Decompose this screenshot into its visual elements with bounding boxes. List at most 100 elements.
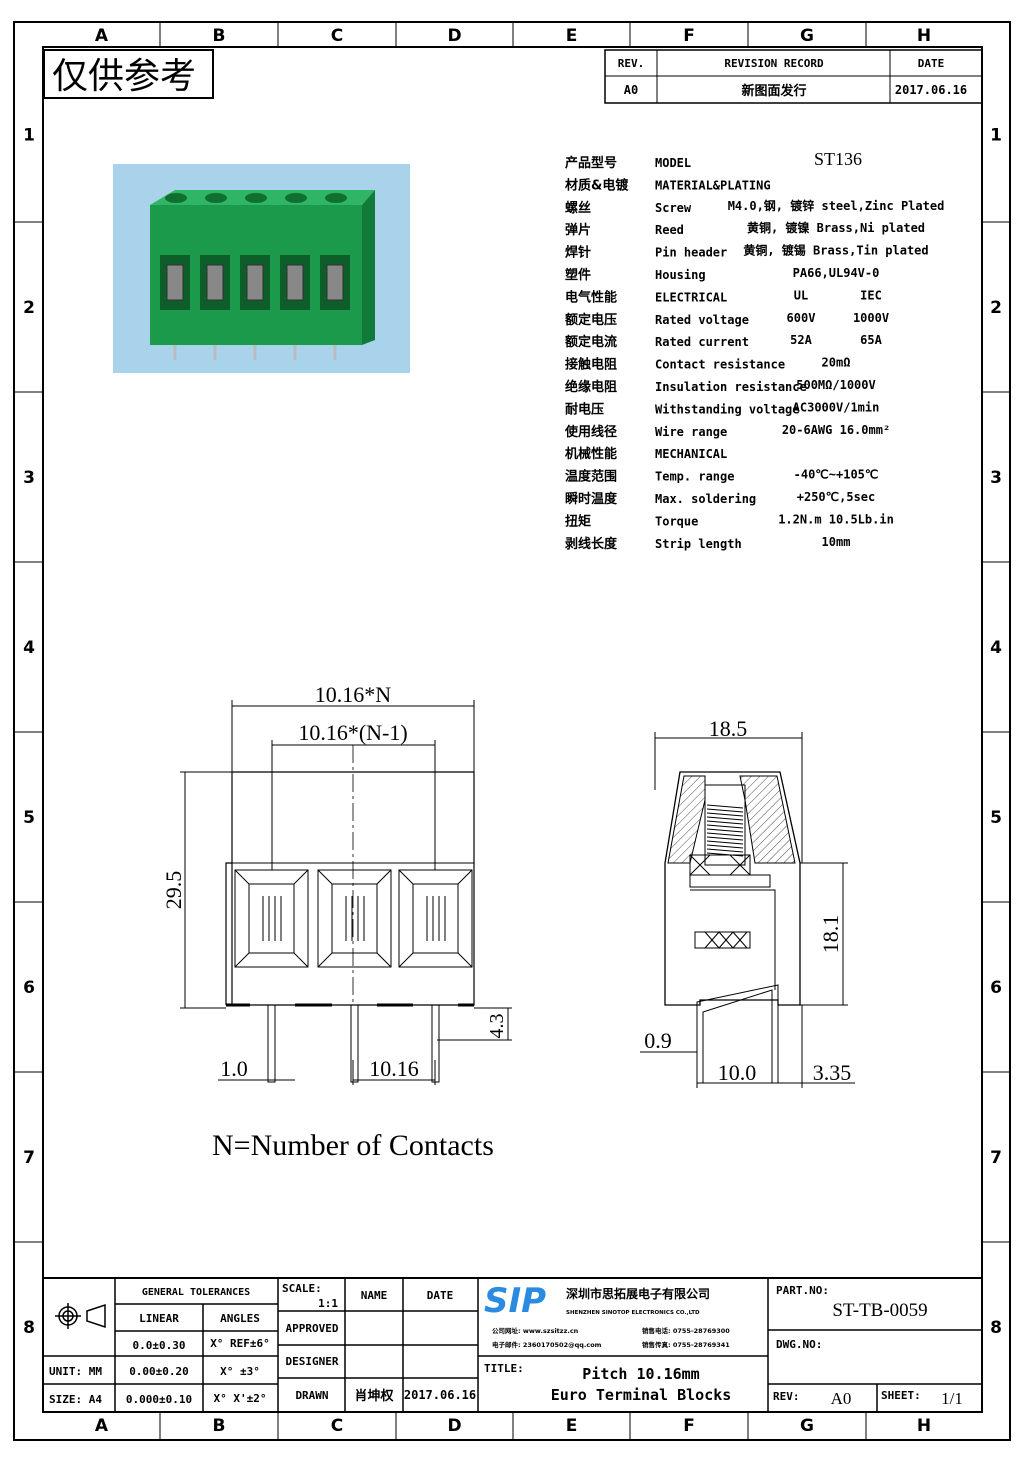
zone-column-label: E (566, 26, 578, 46)
spec-label-en: Pin header (655, 246, 727, 260)
outer-border (13, 21, 1011, 1441)
spec-label-cn: 耐电压 (565, 401, 604, 417)
zone-column-label: B (213, 1416, 226, 1436)
zone-column-label: C (331, 26, 343, 46)
tol-angle-1: X° REF±6° (210, 1337, 270, 1350)
spec-value: AC3000V/1min (793, 400, 880, 414)
spec-label-en: ELECTRICAL (655, 290, 727, 304)
spec-label-cn: 螺丝 (565, 200, 591, 216)
zone-row-label: 5 (23, 808, 35, 828)
spec-value: 20mΩ (822, 356, 851, 370)
size-label: SIZE: A4 (49, 1393, 102, 1406)
spec-label-en: Insulation resistance (655, 380, 807, 394)
zone-column-label: G (800, 26, 814, 46)
zone-row-label: 8 (23, 1318, 35, 1338)
projection-symbol-icon (55, 1303, 106, 1329)
zone-row-label: 3 (990, 468, 1002, 488)
rev-value: A0 (624, 83, 638, 97)
scale-value: 1:1 (318, 1297, 338, 1310)
zone-column-label: H (917, 1416, 931, 1436)
part-no: ST-TB-0059 (832, 1300, 927, 1321)
zone-row-label: 6 (990, 978, 1002, 998)
zone-row-label: 4 (23, 638, 35, 658)
spec-label-en: Withstanding voltage (655, 402, 800, 416)
dim-side-pin: 0.9 (644, 1028, 672, 1053)
zone-row-label: 5 (990, 808, 1002, 828)
spec-label-en: MATERIAL&PLATING (655, 178, 771, 192)
drawn-date: 2017.06.16 (404, 1388, 476, 1402)
date-value: 2017.06.16 (895, 83, 967, 97)
spec-label-en: Contact resistance (655, 358, 785, 372)
spec-label-cn: 温度范围 (565, 469, 617, 485)
zone-row-label: 8 (990, 1318, 1002, 1338)
zone-column-label: E (566, 1416, 578, 1436)
spec-label-en: Housing (655, 268, 706, 282)
zone-column-label: F (683, 1416, 695, 1436)
spec-label-cn: 焊针 (565, 245, 591, 261)
spec-label-en: Rated current (655, 335, 749, 349)
sheet-label: SHEET: (881, 1389, 921, 1402)
zone-column-label: D (447, 1416, 461, 1436)
sheet-value: 1/1 (941, 1389, 963, 1408)
zone-column-label: G (800, 1416, 814, 1436)
zone-row-label: 7 (990, 1148, 1002, 1168)
dim-pin-spacing: 10.0 (718, 1060, 757, 1085)
spec-label-en: MODEL (655, 156, 691, 170)
spec-value: 500MΩ/1000V (796, 378, 875, 392)
date-header: DATE (918, 57, 945, 70)
spec-label-cn: 弹片 (565, 222, 591, 238)
dim-total: 10.16*N (315, 682, 392, 707)
zone-column-label: D (447, 26, 461, 46)
linear-header: LINEAR (139, 1312, 179, 1325)
dim-pitch-span: 10.16*(N-1) (298, 720, 407, 745)
spec-label-cn: 额定电压 (565, 312, 617, 328)
spec-value: PA66,UL94V-0 (793, 266, 880, 280)
tol-linear-2: 0.00±0.20 (129, 1365, 189, 1378)
spec-label-cn: 剥线长度 (565, 536, 618, 552)
svg-text:SIP: SIP (484, 1281, 546, 1321)
spec-value: M4.0,钢, 镀锌 steel,Zinc Plated (728, 198, 945, 213)
record-value: 新图面发行 (741, 83, 806, 99)
spec-value: 20-6AWG 16.0mm² (782, 423, 890, 437)
title-block: GENERAL TOLERANCES LINEAR ANGLES 0.0±0.3… (42, 1277, 983, 1413)
contact-phone: 销售电话: 0755-28769300 (642, 1326, 730, 1335)
spec-value-iec: IEC (860, 288, 882, 302)
rev-label: REV: (773, 1390, 800, 1403)
contact-fax: 销售传真: 0755-28769341 (642, 1340, 730, 1349)
spec-value: 10mm (822, 535, 851, 549)
spec-value: ST136 (814, 149, 862, 169)
approved-label: APPROVED (286, 1322, 339, 1335)
date-header: DATE (427, 1289, 454, 1302)
spec-value-ul: 600V (787, 311, 816, 325)
spec-label-en: Reed (655, 223, 684, 237)
spec-label-cn: 绝缘电阻 (565, 379, 617, 395)
zone-row-label: 1 (990, 126, 1002, 146)
designer-label: DESIGNER (286, 1355, 339, 1368)
spec-label-en: Wire range (655, 425, 727, 439)
front-view: 10.16*N 10.16*(N-1) 29.5 4.3 1.0 10.16 N… (161, 682, 512, 1162)
zone-column-label: A (95, 26, 109, 46)
zone-column-label: H (917, 26, 931, 46)
spec-label-en: Rated voltage (655, 313, 749, 327)
dim-pin-width: 1.0 (220, 1056, 248, 1081)
company-name-cn: 深圳市思拓展电子有限公司 (566, 1286, 710, 1301)
reference-stamp: 仅供参考 (52, 56, 196, 96)
title-line-1: Pitch 10.16mm (582, 1365, 699, 1383)
record-header: REVISION RECORD (724, 57, 824, 70)
zone-row-label: 7 (23, 1148, 35, 1168)
spec-label-cn: 接触电阻 (565, 357, 617, 373)
spec-value: 黄铜, 镀锡 Brass,Tin plated (743, 243, 928, 258)
spec-label-cn: 瞬时温度 (565, 491, 618, 507)
contacts-note: N=Number of Contacts (212, 1129, 494, 1162)
drawn-name: 肖坤权 (354, 1388, 394, 1404)
spec-value: 1.2N.m 10.5Lb.in (778, 512, 894, 526)
dim-offset: 3.35 (813, 1060, 852, 1085)
dim-body-height: 18.1 (818, 915, 843, 954)
tol-angle-3: X° X'±2° (214, 1392, 267, 1405)
zone-row-label: 2 (23, 298, 35, 318)
spec-value-iec: 1000V (853, 311, 889, 325)
dim-pin: 4.3 (486, 1014, 508, 1039)
spec-label-cn: 材质&电镀 (565, 177, 629, 193)
